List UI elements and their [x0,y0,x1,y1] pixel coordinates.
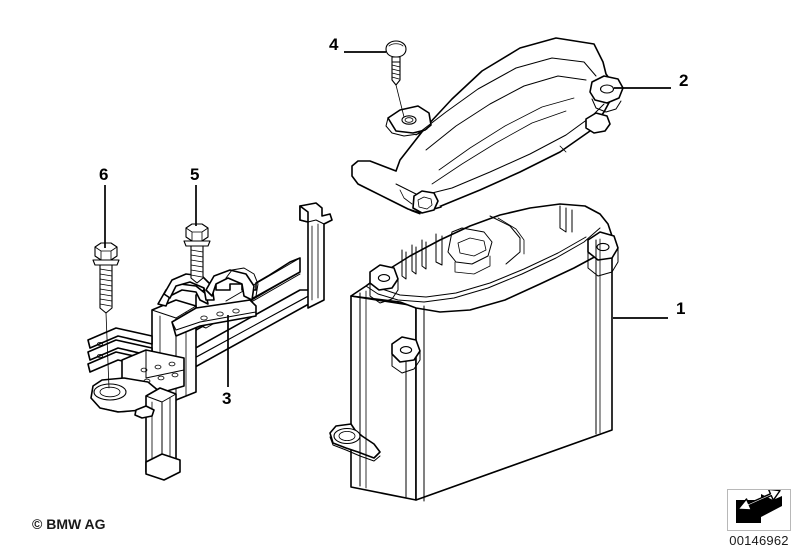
part-housing-cover [351,37,624,215]
callout-label-1: 1 [676,299,686,318]
part-hex-bolt-small [183,223,211,284]
part-fillister-head-screw [385,40,407,118]
callout-label-3: 3 [222,389,232,408]
copyright-notice: © BMW AG [32,516,106,532]
callout-label-4: 4 [329,35,339,54]
arrow-3d-icon [727,489,791,531]
part-control-unit-housing [329,203,619,502]
callout-leaders [104,51,671,387]
part-mounting-bracket [87,202,333,481]
callout-label-6: 6 [99,165,109,184]
image-number: 00146962 [729,533,789,548]
callout-label-5: 5 [190,165,200,184]
callout-label-2: 2 [679,71,689,90]
part-hex-bolt-long [92,242,120,389]
